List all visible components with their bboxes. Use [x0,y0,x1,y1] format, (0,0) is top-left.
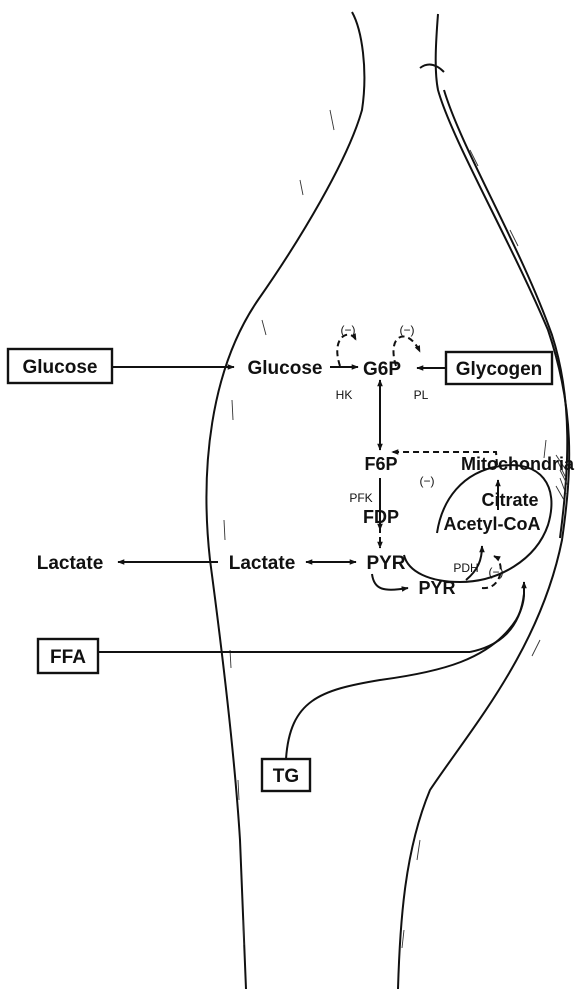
label-fdp: FDP [363,507,399,527]
label-f6p: F6P [364,454,397,474]
muscle-left-edge [206,12,364,989]
fatty-acid-to-acetylcoa [470,582,524,652]
label-lactate-outside: Lactate [37,553,104,574]
label-mitochondria: Mitochondria [461,454,575,474]
label-hk: HK [336,388,353,402]
label-neg-hk: (−) [341,323,356,337]
label-pl: PL [414,388,429,402]
label-pyr-mitochondrial: PYR [418,578,455,598]
label-glucose-inside: Glucose [248,358,323,379]
label-neg-pl: (−) [400,323,415,337]
label-citrate: Citrate [481,490,538,510]
arrow-pyr-to-mito [372,574,408,590]
label-glucose-outside: Glucose [23,357,98,378]
label-neg-pdh: (−) [489,565,504,579]
label-g6p: G6P [363,359,401,380]
label-pyr: PYR [366,553,405,574]
label-acetyl-coa: Acetyl-CoA [443,514,540,534]
label-pfk: PFK [349,491,372,505]
inhibition-hk-loop [337,335,356,366]
label-pdh: PDH [453,561,478,575]
label-glycogen: Glycogen [456,359,543,380]
label-ffa: FFA [50,647,86,668]
muscle-top-fold [420,65,444,72]
tg-lipolysis-line [286,594,524,759]
label-tg: TG [273,766,299,787]
label-lactate-inside: Lactate [229,553,296,574]
label-neg-pfk: (−) [420,474,435,488]
